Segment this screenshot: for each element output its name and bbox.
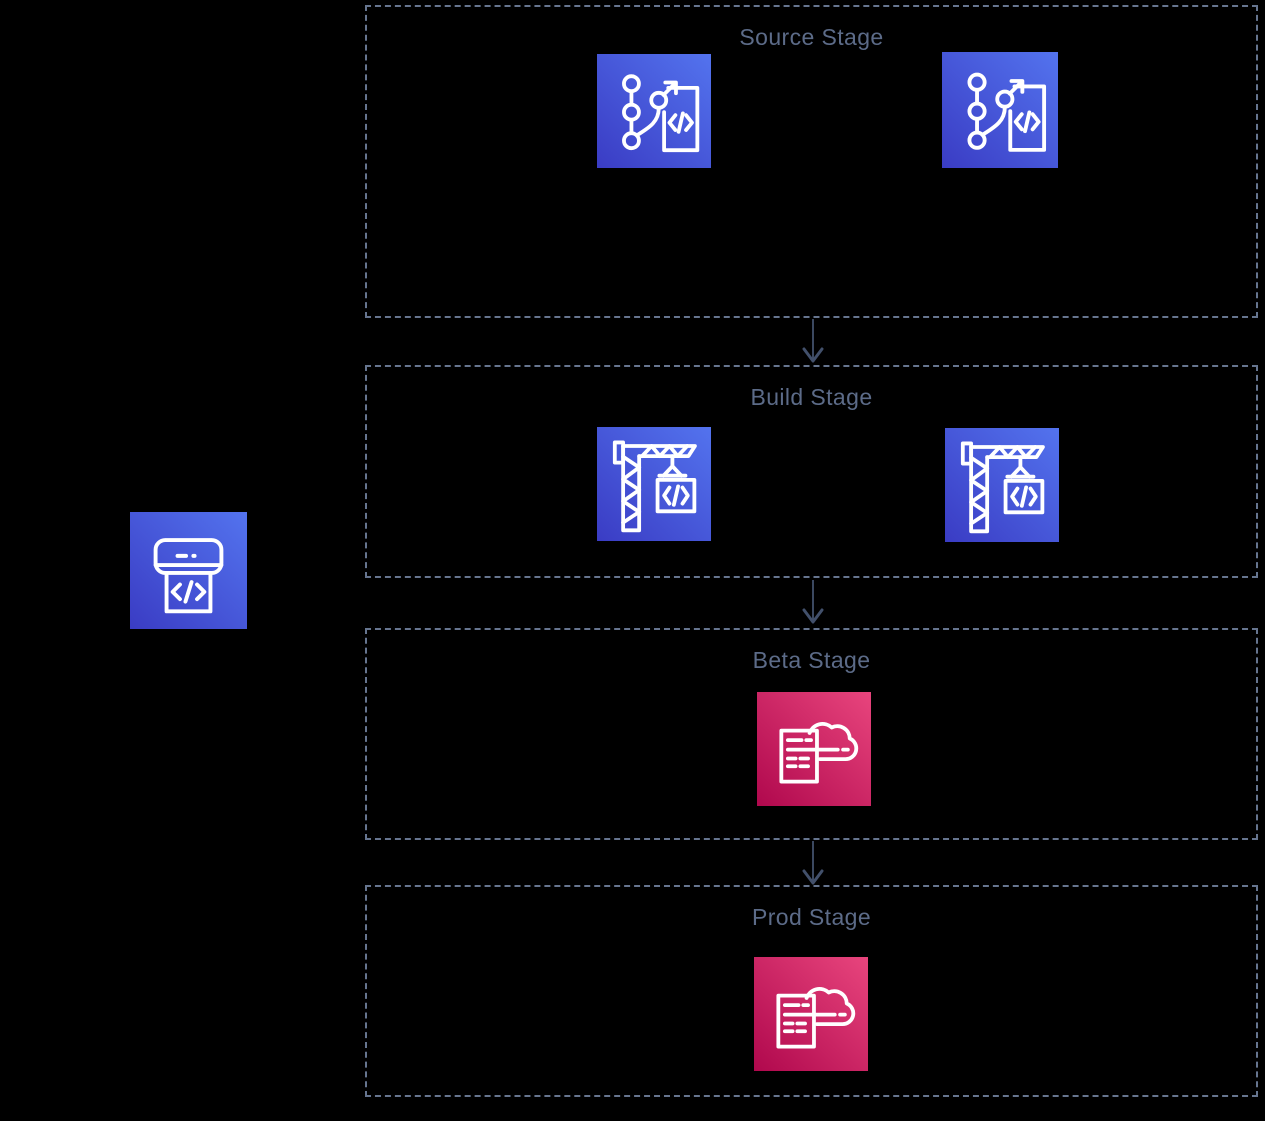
source-stage-box: Source Stage	[365, 5, 1258, 318]
codecommit-icon	[597, 54, 711, 168]
arrow-build-to-beta	[800, 580, 826, 626]
prod-stage-title: Prod Stage	[751, 904, 872, 930]
prod-stage-box: Prod Stage	[365, 885, 1258, 1097]
codebuild-icon	[945, 428, 1059, 542]
codebuild-icon	[597, 427, 711, 541]
codepipeline-icon	[130, 512, 247, 629]
cloudformation-icon	[757, 692, 871, 806]
build-stage-title: Build Stage	[750, 384, 873, 410]
arrow-beta-to-prod	[800, 841, 826, 887]
arrow-source-to-build	[800, 319, 826, 365]
beta-stage-box: Beta Stage	[365, 628, 1258, 840]
cloudformation-icon	[754, 957, 868, 1071]
beta-stage-title: Beta Stage	[752, 647, 871, 673]
codecommit-icon	[942, 52, 1058, 168]
source-stage-title: Source Stage	[739, 24, 884, 50]
build-stage-box: Build Stage	[365, 365, 1258, 578]
